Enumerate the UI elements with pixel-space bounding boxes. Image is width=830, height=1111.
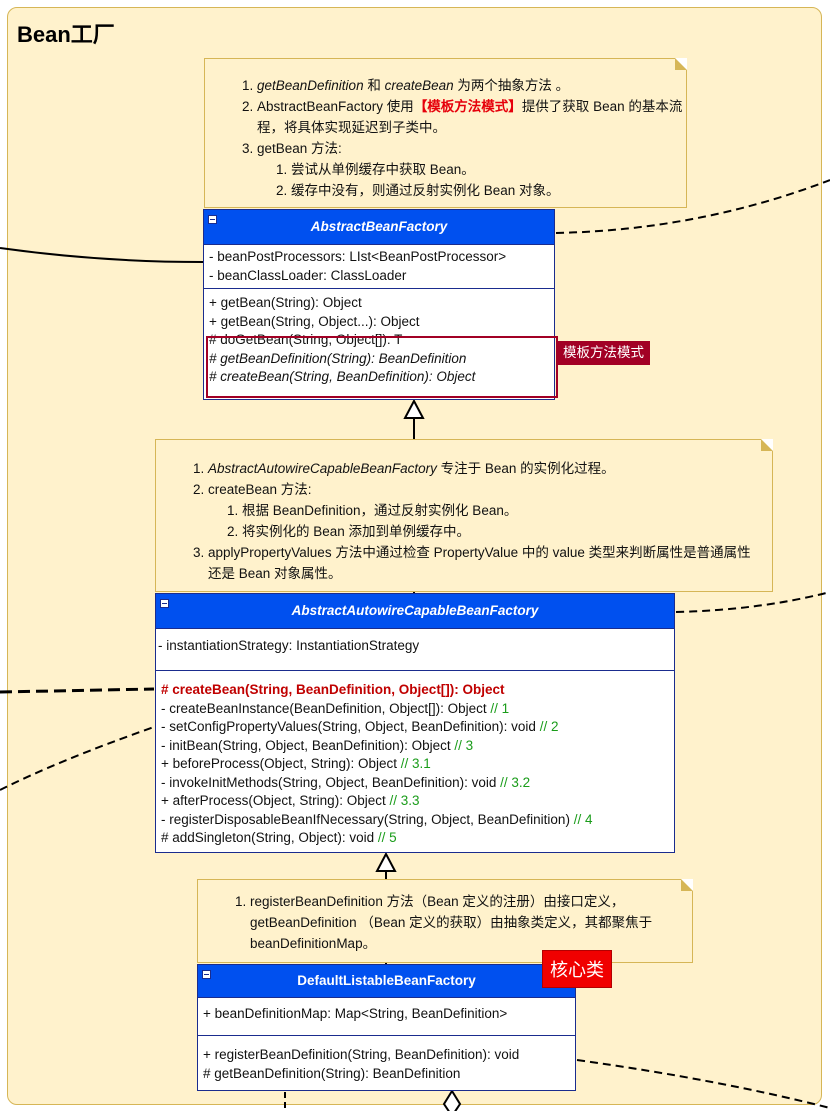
collapse-icon[interactable] — [208, 215, 217, 224]
note2-item2-sub2: 将实例化的 Bean 添加到单例缓存中。 — [242, 521, 758, 542]
method-comment: // 3.1 — [400, 756, 431, 771]
class-name: DefaultListableBeanFactory — [297, 973, 476, 988]
note2-item2: createBean 方法: — [208, 482, 312, 497]
method-row: # addSingleton(String, Object): void // … — [161, 829, 669, 848]
method-signature: - setConfigPropertyValues(String, Object… — [161, 719, 540, 734]
method-row: # getBeanDefinition(String): BeanDefinit… — [203, 1065, 461, 1081]
method-comment: // 3.2 — [500, 774, 531, 790]
class-abstract-bean-factory[interactable]: AbstractBeanFactory - beanPostProcessors… — [203, 209, 555, 400]
note2-item1-b: 专注于 Bean 的实例化过程。 — [436, 461, 615, 476]
dependency-line-left-low — [0, 726, 155, 791]
method-signature: + afterProcess(Object, String): Object — [161, 793, 390, 808]
note1-item2-highlight: 【模板方法模式】 — [413, 99, 522, 114]
core-class-tag: 核心类 — [542, 950, 612, 988]
note1-item2-a: AbstractBeanFactory 使用 — [257, 99, 414, 114]
method-row: + beforeProcess(Object, String): Object … — [161, 755, 669, 774]
dependency-line-right-mid — [675, 591, 830, 613]
dependency-line-left-mid — [0, 687, 155, 694]
note-abstract-bean-factory: getBeanDefinition 和 createBean 为两个抽象方法 。… — [204, 58, 687, 208]
method-row: + registerBeanDefinition(String, BeanDef… — [203, 1047, 520, 1062]
collapse-icon[interactable] — [202, 970, 211, 979]
method-signature: - invokeInitMethods(String, Object, Bean… — [161, 774, 501, 790]
note-fold — [681, 879, 693, 891]
method-row: + getBean(String, Object...): Object — [209, 313, 420, 329]
method-signature: - initBean(String, Object, BeanDefinitio… — [161, 737, 455, 753]
method-signature: # addSingleton(String, Object): void — [161, 830, 378, 845]
class-name: AbstractBeanFactory — [310, 219, 448, 234]
class-default-listable-bean-factory[interactable]: DefaultListableBeanFactory + beanDefinit… — [197, 964, 576, 1091]
method-row: - registerDisposableBeanIfNecessary(Stri… — [161, 811, 669, 830]
note-autowire-factory: AbstractAutowireCapableBeanFactory 专注于 B… — [155, 439, 773, 592]
methods-section: + getBean(String): Object + getBean(Stri… — [204, 289, 554, 390]
inheritance-arrow-2 — [375, 851, 397, 872]
note-default-listable-factory: registerBeanDefinition 方法（Bean 定义的注册）由接口… — [197, 879, 693, 963]
methods-section: + registerBeanDefinition(String, BeanDef… — [198, 1036, 575, 1086]
method-signature: - registerDisposableBeanIfNecessary(Stri… — [161, 811, 574, 827]
method-comment: // 4 — [573, 811, 593, 827]
note1-item3-sub2: 缓存中没有，则通过反射实例化 Bean 对象。 — [291, 180, 686, 201]
package-title: Bean工厂 — [17, 22, 115, 47]
method-comment: // 3 — [454, 737, 474, 753]
note1-item1-a: getBeanDefinition — [257, 78, 364, 93]
note1-item1-b: 和 — [363, 78, 385, 93]
template-method-tag: 模板方法模式 — [557, 341, 650, 365]
note2-item1-a: AbstractAutowireCapableBeanFactory — [208, 461, 437, 476]
note1-item3: getBean 方法: — [257, 141, 342, 156]
association-line-left-top — [0, 247, 204, 263]
method-row: # doGetBean(String, Object[]): T — [209, 332, 403, 347]
abstract-method-row: # createBean(String, BeanDefinition): Ob… — [209, 369, 476, 384]
note1-item1-c: createBean — [384, 78, 454, 93]
method-comment: // 5 — [377, 830, 397, 845]
template-method-highlight-box — [206, 336, 558, 398]
abstract-method-row: # getBeanDefinition(String): BeanDefinit… — [209, 350, 467, 366]
class-header[interactable]: DefaultListableBeanFactory — [198, 965, 575, 998]
composition-diamond — [442, 1089, 462, 1111]
fields-section: - beanPostProcessors: LIst<BeanPostProce… — [204, 245, 554, 289]
dependency-line-right-bottom — [576, 1059, 830, 1109]
method-signature: + beforeProcess(Object, String): Object — [161, 756, 401, 771]
method-row: - invokeInitMethods(String, Object, Bean… — [161, 774, 669, 793]
collapse-icon[interactable] — [160, 599, 169, 608]
note1-item1-d: 为两个抽象方法 。 — [453, 78, 570, 93]
note1-item2-c: 提供了获取 Bean 的基本流程，将具体实现延迟到子类中。 — [257, 99, 683, 135]
note-fold — [675, 58, 687, 70]
method-comment: // 2 — [539, 719, 559, 734]
note2-item3: applyPropertyValues 方法中通过检查 PropertyValu… — [208, 542, 758, 584]
method-signature: - createBeanInstance(BeanDefinition, Obj… — [161, 700, 491, 716]
note1-item3-sub1: 尝试从单例缓存中获取 Bean。 — [291, 159, 686, 180]
field-row: - beanClassLoader: ClassLoader — [209, 267, 407, 283]
method-row: + afterProcess(Object, String): Object /… — [161, 792, 669, 811]
class-abstract-autowire-capable-bean-factory[interactable]: AbstractAutowireCapableBeanFactory - ins… — [155, 593, 675, 853]
note2-item2-sub1: 根据 BeanDefinition，通过反射实例化 Bean。 — [242, 500, 758, 521]
method-row: - setConfigPropertyValues(String, Object… — [161, 718, 669, 737]
inheritance-arrow-1 — [403, 398, 425, 419]
method-row: - createBeanInstance(BeanDefinition, Obj… — [161, 700, 669, 719]
field-row: - beanPostProcessors: LIst<BeanPostProce… — [209, 249, 507, 264]
class-header[interactable]: AbstractBeanFactory — [204, 210, 554, 245]
class-name: AbstractAutowireCapableBeanFactory — [291, 603, 539, 618]
note-fold — [761, 439, 773, 451]
main-method-row: # createBean(String, BeanDefinition, Obj… — [161, 682, 505, 697]
method-comment: // 3.3 — [389, 793, 420, 808]
method-row: + getBean(String): Object — [209, 295, 362, 310]
method-row: - initBean(String, Object, BeanDefinitio… — [161, 737, 669, 756]
field-row: + beanDefinitionMap: Map<String, BeanDef… — [203, 1006, 508, 1021]
fields-section: + beanDefinitionMap: Map<String, BeanDef… — [198, 998, 575, 1036]
method-comment: // 1 — [490, 700, 510, 716]
field-row: - instantiationStrategy: InstantiationSt… — [158, 638, 420, 653]
methods-section: # createBean(String, BeanDefinition, Obj… — [156, 671, 674, 851]
fields-section: - instantiationStrategy: InstantiationSt… — [156, 629, 674, 671]
note3-item1: registerBeanDefinition 方法（Bean 定义的注册）由接口… — [250, 891, 674, 954]
class-header[interactable]: AbstractAutowireCapableBeanFactory — [156, 594, 674, 629]
